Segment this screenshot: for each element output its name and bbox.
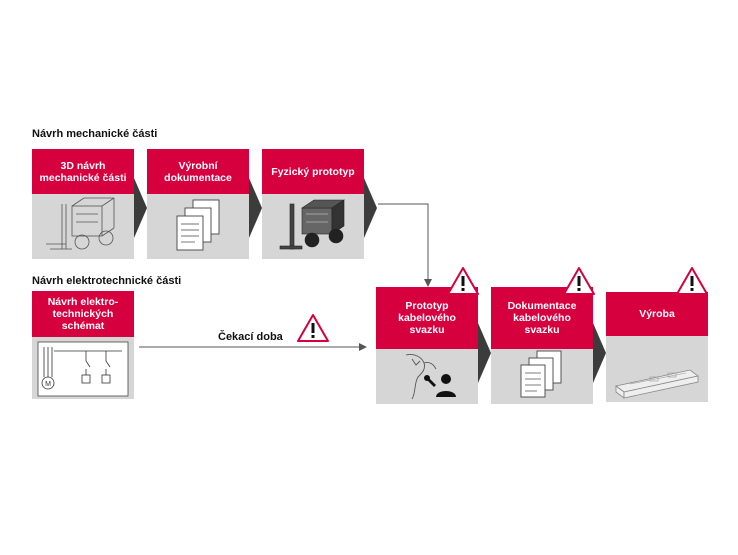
svg-text:M: M — [45, 381, 51, 388]
chevron-arrow-icon — [593, 323, 606, 383]
box-physical-prototype-label: Fyzický prototyp — [262, 149, 364, 194]
electrical-section-title: Návrh elektrotechnické části — [32, 275, 182, 287]
forklift-wireframe-image — [32, 194, 134, 259]
box-schematics-label: Návrh elektro-technických schémat — [32, 291, 134, 337]
chevron-arrow-icon — [134, 178, 147, 238]
warning-icon — [676, 267, 708, 295]
chevron-arrow-icon — [478, 323, 491, 383]
documents-icon — [147, 194, 249, 259]
chevron-arrow-icon — [249, 178, 262, 238]
chevron-arrow-icon — [364, 178, 377, 238]
box-harness-prototype: Prototyp kabelového svazku — [376, 287, 478, 404]
box-harness-docs: Dokumentace kabelového svazku — [491, 287, 593, 404]
mechanical-section-title: Návrh mechanické části — [32, 128, 158, 140]
box-harness-docs-label: Dokumentace kabelového svazku — [491, 287, 593, 349]
harness-prototype-image — [376, 349, 478, 404]
box-production-docs-label: Výrobní dokumentace — [147, 149, 249, 194]
box-production-docs: Výrobní dokumentace — [147, 149, 249, 259]
warning-icon — [563, 267, 595, 295]
box-3d-design-label: 3D návrh mechanické části — [32, 149, 134, 194]
box-harness-prototype-label: Prototyp kabelového svazku — [376, 287, 478, 349]
wait-time-label: Čekací doba — [218, 331, 283, 343]
box-production: Výroba — [606, 292, 708, 402]
production-board-image — [606, 336, 708, 402]
box-production-label: Výroba — [606, 292, 708, 336]
warning-icon — [297, 314, 329, 342]
warning-icon — [447, 267, 479, 295]
documents-icon — [491, 349, 593, 404]
schematic-image: M — [32, 337, 134, 399]
forklift-solid-image — [262, 194, 364, 259]
box-3d-design: 3D návrh mechanické části — [32, 149, 134, 259]
box-schematics: Návrh elektro-technických schémat M — [32, 291, 134, 399]
box-physical-prototype: Fyzický prototyp — [262, 149, 364, 259]
